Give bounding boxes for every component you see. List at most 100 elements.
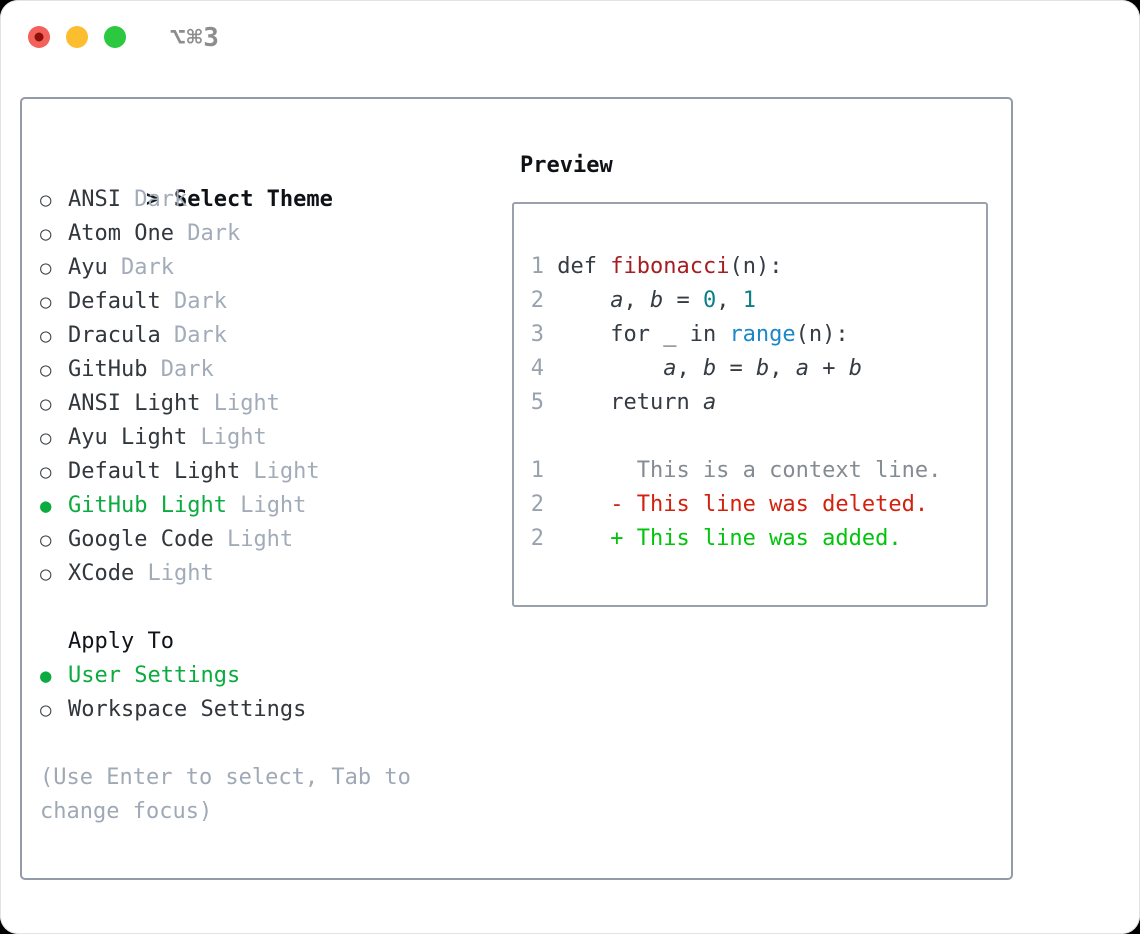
code-token-number: 0 [702,288,717,313]
code-token-variable: b [755,356,770,381]
code-content: for _ in range(n): [544,318,848,352]
apply-option-label: Workspace Settings [68,697,307,722]
code-line: 2 a, b = 0, 1 [530,284,970,318]
line-number: 1 [530,254,544,279]
code-token-plain: = [716,356,756,381]
line-number: 4 [530,356,544,381]
minimize-button[interactable] [66,26,88,48]
diff-content: - This line was deleted. [544,492,929,517]
preview-column: Preview 1 def fibonacci(n):2 a, b = 0, 1… [502,149,991,878]
diff-line-added: 2 + This line was added. [530,522,970,556]
theme-option-ansi-light[interactable]: ○ANSI Light Light [40,387,502,421]
line-number: 2 [530,526,544,551]
radio-selected-icon: ● [40,665,52,687]
code-token-variable: b [649,288,664,313]
code-token-function: fibonacci [610,254,730,279]
traffic-lights [28,26,126,48]
code-line: 1 def fibonacci(n): [530,250,970,284]
theme-variant-tag: Light [226,493,307,518]
code-token-plain: (n): [729,254,783,279]
line-number: 2 [530,288,544,313]
theme-option-google-code[interactable]: ○ Google Code Light [40,523,502,557]
code-token-plain: + [808,356,849,381]
theme-name: GitHub Light [68,493,227,518]
line-number: 1 [530,458,544,483]
code-content: def fibonacci(n): [544,250,782,284]
theme-name: Ayu Light [68,425,188,450]
theme-variant-tag: Light [187,425,267,450]
theme-option-xcode[interactable]: ○XCode Light [40,557,502,591]
theme-variant-tag: Dark [107,255,174,280]
theme-name: Dracula [68,323,161,348]
title-bar: ⌥⌘3 [0,0,1140,97]
radio-unselected-icon: ○ [40,529,52,551]
code-token-variable: b [702,356,717,381]
code-token-plain: , [676,356,703,381]
code-token-plain: , [769,356,796,381]
apply-to-list: ● User Settings ○ Workspace Settings [40,659,502,727]
theme-variant-tag: Dark [120,187,188,212]
apply-option-workspace-settings[interactable]: ○ Workspace Settings [40,693,502,727]
close-button-dot [34,32,44,42]
theme-option-default-light[interactable]: ○Default Light Light [40,455,502,489]
apply-to-section: Apply To ● User Settings ○ Workspace Settin… [40,625,502,727]
close-button[interactable] [28,26,50,48]
apply-option-user-settings[interactable]: ● User Settings [40,659,502,693]
code-token-plain [557,356,663,381]
code-token-variable: b [848,356,862,381]
theme-option-github[interactable]: ○GitHub Dark [40,353,502,387]
code-token-variable: a [702,390,717,415]
theme-list: ○ANSI Dark○Atom One Dark○Ayu Dark○Defaul… [40,183,502,591]
theme-name: Default Light [68,459,241,484]
code-token-plain [557,288,610,313]
select-theme-header: >Select Theme [40,149,502,212]
radio-selected-icon: ● [40,495,52,517]
code-line: 4 a, b = b, a + b [530,352,970,386]
diff-content: + This line was added. [544,526,902,551]
theme-variant-tag: Light [134,561,214,586]
theme-name: Google Code [68,527,214,552]
theme-name: XCode [68,561,135,586]
radio-unselected-icon: ○ [40,257,52,279]
theme-option-ansi[interactable]: ○ANSI Dark [40,183,502,217]
apply-to-header: Apply To [68,629,174,654]
code-token-variable: a [795,356,809,381]
theme-selector-panel: >Select Theme ○ANSI Dark○Atom One Dark○A… [20,97,1013,880]
apply-option-label: User Settings [68,663,241,688]
theme-variant-tag: Light [200,391,280,416]
radio-unselected-icon: ○ [40,359,52,381]
diff-line-deleted: 2 - This line was deleted. [530,488,970,522]
zoom-button[interactable] [104,26,126,48]
code-line: 5 return a [530,386,970,420]
diff-line-context: 1 This is a context line. [530,454,970,488]
radio-unselected-icon: ○ [40,393,52,415]
theme-name: ANSI [68,187,121,212]
preview-title: Preview [520,153,613,178]
theme-option-ayu-light[interactable]: ○ Ayu Light Light [40,421,502,455]
theme-option-ayu[interactable]: ○Ayu Dark [40,251,502,285]
theme-name: GitHub [68,357,148,382]
code-token-variable: a [663,356,677,381]
diff-content: This is a context line. [544,458,942,483]
theme-option-dracula[interactable]: ○Dracula Dark [40,319,502,353]
code-content: a, b = 0, 1 [544,284,756,318]
theme-option-default[interactable]: ○Default Dark [40,285,502,319]
radio-unselected-icon: ○ [40,699,52,721]
code-token-variable: a [610,288,624,313]
radio-unselected-icon: ○ [40,427,52,449]
help-text: (Use Enter to select, Tab to change focu… [40,765,411,824]
prompt-arrow-icon: > [145,187,160,212]
theme-variant-tag: Dark [160,323,227,348]
window-title: ⌥⌘3 [170,23,220,53]
theme-option-atom-one[interactable]: ○Atom One Dark [40,217,502,251]
theme-list-column: >Select Theme ○ANSI Dark○Atom One Dark○A… [40,149,502,878]
code-line: 3 for _ in range(n): [530,318,970,352]
code-content: a, b = b, a + b [544,352,862,386]
theme-option-github-light[interactable]: ● GitHub Light Light [40,489,502,523]
diff-preview: 1 This is a context line.2 - This line w… [530,454,970,556]
code-token-builtin: range [729,322,796,347]
theme-variant-tag: Light [213,527,294,552]
